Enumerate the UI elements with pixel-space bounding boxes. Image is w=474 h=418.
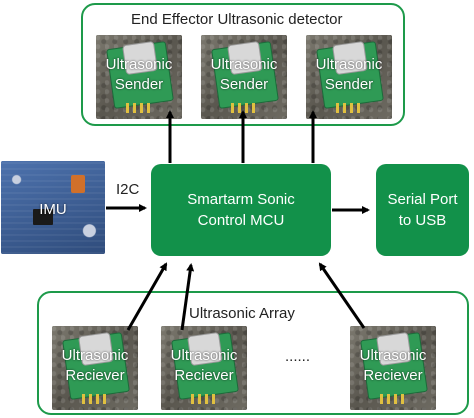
sender-3: Ultrasonic Sender (306, 35, 392, 119)
sender-1: Ultrasonic Sender (96, 35, 182, 119)
arrow-receiver-3-to-mcu (318, 262, 366, 329)
array-title: Ultrasonic Array (189, 305, 295, 322)
receiver-2-label: Ultrasonic Reciever (170, 347, 238, 384)
arrow-receiver-2-to-mcu (180, 263, 195, 331)
imu-label: IMU (39, 201, 67, 218)
sender-3-label: Ultrasonic Sender (315, 56, 383, 93)
serial-port-label: Serial Port to USB (387, 191, 458, 229)
sender-2: Ultrasonic Sender (201, 35, 287, 119)
mcu-label: Smartarm Sonic Control MCU (187, 191, 295, 229)
end-effector-title: End Effector Ultrasonic detector (131, 11, 343, 28)
receiver-1: Ultrasonic Reciever (52, 326, 138, 410)
receiver-3: Ultrasonic Reciever (350, 326, 436, 410)
array-ellipsis: ...... (285, 348, 311, 365)
receiver-1-label: Ultrasonic Reciever (61, 347, 129, 384)
mcu-box: Smartarm Sonic Control MCU (151, 164, 331, 256)
i2c-label: I2C (116, 181, 140, 198)
sender-2-label: Ultrasonic Sender (210, 56, 278, 93)
sender-1-label: Ultrasonic Sender (105, 56, 173, 93)
imu-board: IMU (1, 161, 105, 254)
receiver-3-label: Ultrasonic Reciever (359, 347, 427, 384)
serial-port-box: Serial Port to USB (376, 164, 469, 256)
receiver-2: Ultrasonic Reciever (161, 326, 247, 410)
arrow-receiver-1-to-mcu (126, 262, 168, 331)
